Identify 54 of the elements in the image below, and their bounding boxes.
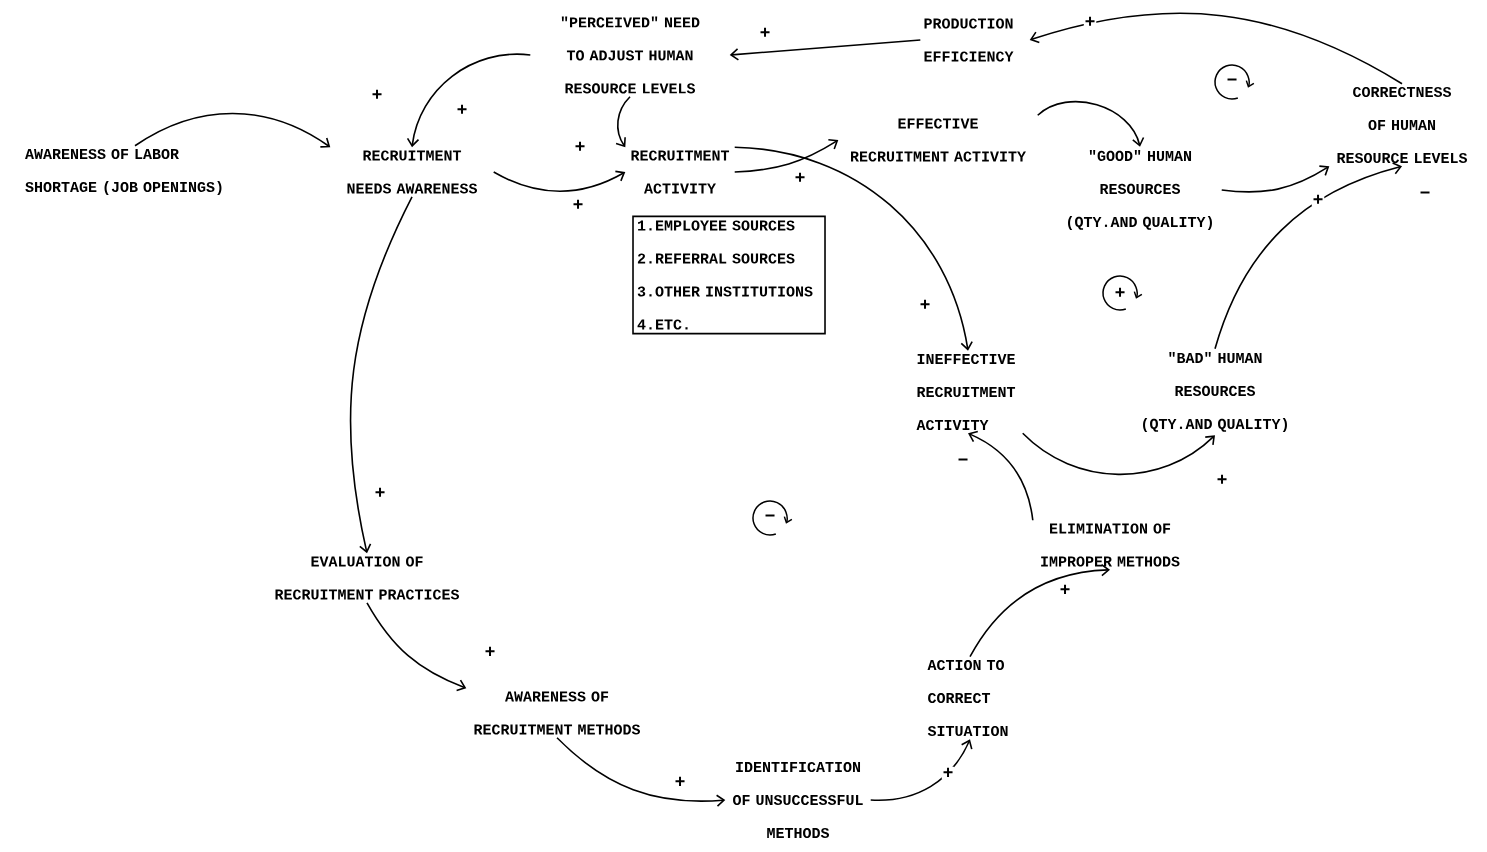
arrow [615,95,631,148]
edge-label: + [758,26,772,40]
variable-label: RECRUITMENT NEEDS AWARENESS [347,150,477,194]
variable-label: IDENTIFICATION OF UNSUCCESSFUL METHODS [733,761,863,839]
variable-label: AWARENESS OF LABOR SHORTAGE (JOB OPENINGS) [25,148,222,196]
variable-label: CORRECTNESS OF HUMAN RESOURCE LEVELS [1337,86,1468,164]
loop-sign: − [752,500,793,536]
arrow [1214,162,1402,350]
edge-label: + [793,171,807,185]
arrow [349,196,413,554]
variable-label: ACTION TO CORRECT SITUATION [927,659,1008,737]
arrow [366,602,467,692]
variable-label: PRODUCTION EFFICIENCY [924,18,1014,62]
edge-label: + [941,766,955,780]
edge-label: + [571,198,585,212]
variable-label: "BAD" HUMAN RESOURCES (QTY.AND QUALITY) [1143,352,1287,432]
loop-sign: + [1102,275,1143,311]
variable-label: RECRUITMENT ACTIVITY [631,150,730,194]
arrow [733,146,973,351]
edge-label: + [1083,15,1097,29]
variable-label: "GOOD" HUMAN RESOURCES (QTY.AND QUALITY) [1068,150,1212,230]
variable-label: "PERCEIVED" NEED TO ADJUST HUMAN RESOURCE LEVELS [561,16,700,94]
variable-label: EFFECTIVE RECRUITMENT ACTIVITY [851,118,1026,162]
variable-label: ELIMINATION OF IMPROPER METHODS [1041,523,1180,567]
edge-label: + [573,140,587,154]
list-box: 1.EMPLOYEE SOURCES 2.REFERRAL SOURCES 3.OTHER INSTITUTIONS 4.ETC. [632,215,826,335]
arrow [733,138,839,173]
edge-label: + [918,298,932,312]
edge-label: + [1058,583,1072,597]
edge-label: + [1311,193,1325,207]
variable-label: EVALUATION OF RECRUITMENT PRACTICES [275,556,459,600]
arrow [969,563,1110,658]
arrow [556,737,726,807]
arrow [869,739,973,801]
variable-label: INEFFECTIVE RECRUITMENT ACTIVITY [916,353,1016,431]
arrow [406,53,532,148]
arrow [968,430,1034,521]
edge-label: + [373,486,387,500]
arrow [1220,165,1330,193]
edge-label: + [1215,473,1229,487]
edge-label: + [483,645,497,659]
arrow [729,39,922,61]
arrow [1021,432,1215,476]
arrow [492,170,626,193]
arrow [134,112,331,148]
edge-label: + [673,775,687,789]
arrow [1036,100,1145,147]
arrow [1029,12,1403,85]
edge-label: − [1418,190,1432,200]
loop-sign: − [1214,64,1255,100]
edge-label: + [455,103,469,117]
edge-label: − [956,457,970,467]
variable-label: AWARENESS OF RECRUITMENT METHODS [474,691,640,735]
edge-label: + [370,88,384,102]
